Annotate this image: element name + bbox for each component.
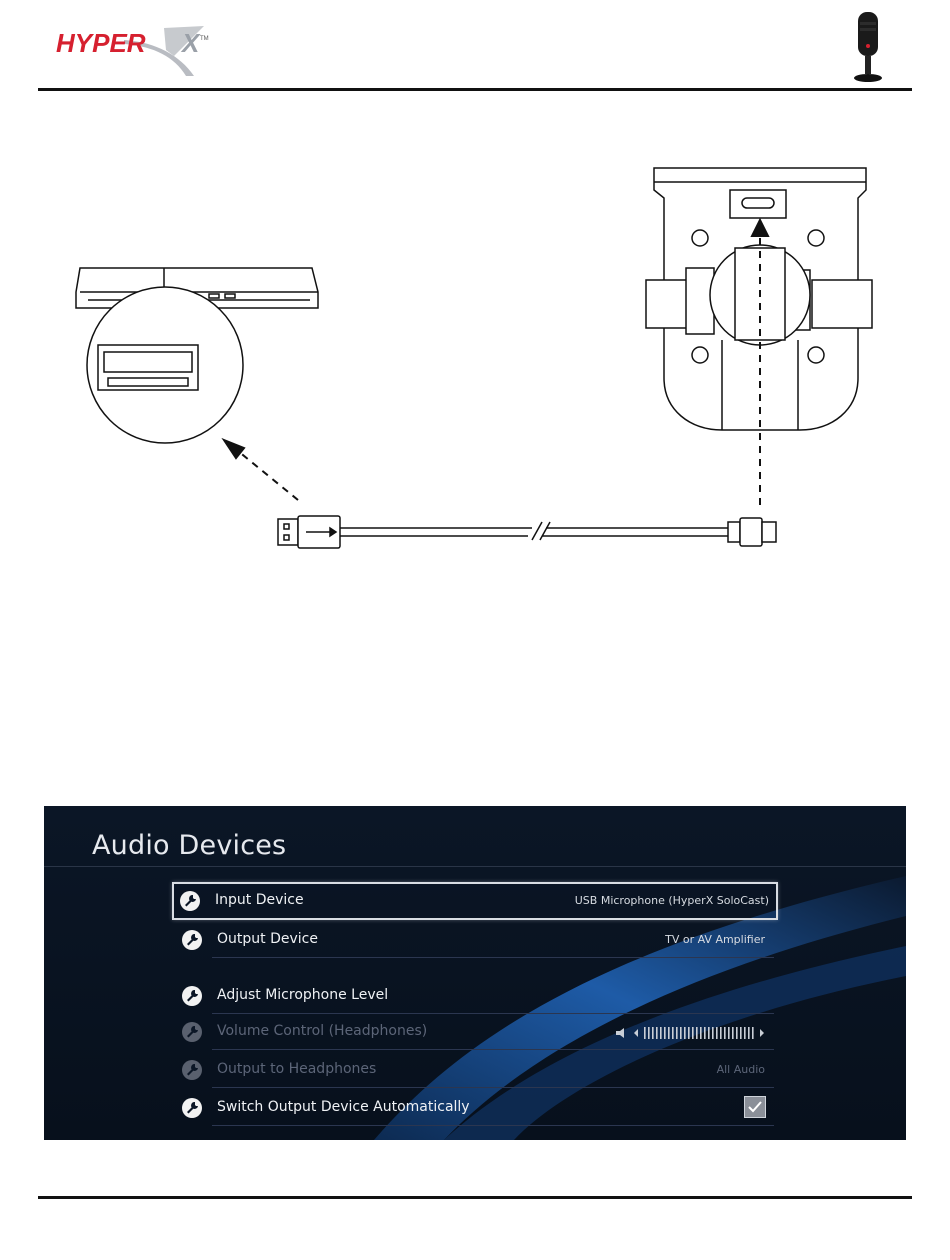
svg-text:TM: TM [200, 36, 209, 42]
console-illustration [76, 268, 318, 443]
audio-devices-screen: Audio Devices Input Device USB Microphon… [44, 806, 906, 1140]
row-value: USB Microphone (HyperX SoloCast) [575, 894, 769, 907]
row-output-to-headphones: Output to Headphones All Audio [174, 1052, 774, 1088]
arrow-to-console [224, 440, 298, 500]
wrench-icon [182, 1098, 202, 1118]
usb-cable-illustration [278, 516, 776, 548]
row-divider [212, 1125, 774, 1126]
row-label: Output to Headphones [217, 1061, 376, 1077]
row-value: TV or AV Amplifier [665, 933, 765, 946]
wrench-icon [182, 1022, 202, 1042]
row-volume-control-headphones: Volume Control (Headphones) [174, 1014, 774, 1050]
checkmark-icon [745, 1097, 765, 1117]
svg-text:HYPER: HYPER [56, 28, 146, 58]
microphone-base-illustration [646, 168, 872, 430]
row-divider [212, 1087, 774, 1088]
wrench-icon [182, 986, 202, 1006]
row-adjust-microphone-level[interactable]: Adjust Microphone Level [174, 978, 774, 1014]
microphone-icon [846, 8, 890, 84]
row-divider [212, 957, 774, 958]
row-label: Switch Output Device Automatically [217, 1099, 470, 1115]
header-divider [38, 88, 912, 91]
wrench-icon [182, 930, 202, 950]
row-label: Output Device [217, 931, 318, 947]
svg-text:X: X [180, 28, 201, 58]
footer-divider [38, 1196, 912, 1199]
row-output-device[interactable]: Output Device TV or AV Amplifier [174, 922, 774, 958]
wrench-icon [182, 1060, 202, 1080]
title-divider [44, 866, 906, 867]
row-label: Volume Control (Headphones) [217, 1023, 427, 1039]
row-value: All Audio [717, 1063, 765, 1076]
connection-diagram [0, 150, 950, 570]
auto-switch-checkbox[interactable] [744, 1096, 766, 1118]
row-switch-output-device-automatically[interactable]: Switch Output Device Automatically [174, 1090, 774, 1126]
hyperx-logo: HYPER X TM [54, 20, 214, 80]
row-divider [212, 1049, 774, 1050]
row-label: Adjust Microphone Level [217, 987, 388, 1003]
row-label: Input Device [215, 892, 304, 908]
volume-slider [616, 1026, 766, 1040]
row-input-device[interactable]: Input Device USB Microphone (HyperX Solo… [172, 882, 778, 920]
wrench-icon [180, 891, 200, 911]
page-title: Audio Devices [92, 830, 286, 861]
